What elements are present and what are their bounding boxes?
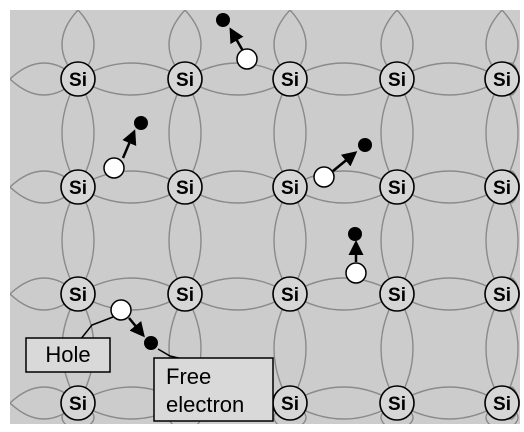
free-electron-dot [358,138,372,152]
si-atom: Si [272,61,308,97]
si-atom-label: Si [69,178,87,199]
si-atom-circle [60,61,96,97]
free-electron-label-box [153,357,274,422]
motion-arrow [332,151,358,172]
si-atom-circle [60,385,96,421]
si-atom-label: Si [176,178,194,199]
si-atom-circle [379,61,415,97]
si-atom: Si [60,169,96,205]
si-atom-label: Si [281,394,299,415]
hole-label-box [25,337,111,373]
free-electron-callout: Free electron [153,348,274,422]
si-atom-circle [484,169,520,205]
si-atom: Si [484,385,520,421]
pair-upper-left [103,116,148,179]
si-atom-label: Si [493,70,511,91]
si-atom-circle [60,276,96,312]
si-atom: Si [379,61,415,97]
si-atom-circle [272,276,308,312]
hole-callout: Hole [25,316,114,373]
si-atom-circle [484,61,520,97]
si-atom-label: Si [388,178,406,199]
si-atom-label: Si [281,70,299,91]
si-atom-label: Si [493,285,511,306]
si-atom: Si [60,61,96,97]
si-atom-circle [379,276,415,312]
hole-dot [110,299,132,321]
motion-arrow [128,317,145,338]
pair-lower-left [110,299,158,350]
si-atom: Si [60,385,96,421]
si-atom-label: Si [493,394,511,415]
si-atom: Si [379,385,415,421]
free-electron-dot [216,13,230,27]
hole-label: Hole [45,342,90,367]
atom-grid: SiSiSiSiSiSiSiSiSiSiSiSiSiSiSiSiSiSiSiSi [60,61,520,421]
si-atom-circle [167,276,203,312]
si-atom: Si [60,276,96,312]
si-atom-label: Si [69,285,87,306]
si-atom: Si [167,276,203,312]
si-atom-circle [60,169,96,205]
free-electron-dot [348,227,362,241]
si-atom-label: Si [493,178,511,199]
hole-dot [236,48,258,70]
free-electron-label-line1: Free [166,364,211,389]
si-atom-circle [484,276,520,312]
si-atom-label: Si [281,285,299,306]
hole-dot [103,157,125,179]
free-electron-dot [134,116,148,130]
si-atom-circle [379,169,415,205]
si-atom-label: Si [69,394,87,415]
hole-leader-line [79,316,114,341]
si-atom-label: Si [388,70,406,91]
si-atom-circle [272,169,308,205]
si-atom: Si [379,169,415,205]
si-atom: Si [167,61,203,97]
si-atom: Si [484,276,520,312]
motion-arrow [121,129,137,159]
hole-dot [313,166,335,188]
si-atom-circle [272,61,308,97]
si-atom-circle [167,169,203,205]
pair-top [216,13,258,70]
free-electron-dot [144,336,158,350]
hole-dot [345,262,367,284]
si-atom-label: Si [388,285,406,306]
si-atom-circle [167,61,203,97]
free-electron-label-line2: electron [166,392,244,417]
si-atom-label: Si [69,70,87,91]
pair-upper-right [313,138,372,188]
si-atom-circle [484,385,520,421]
si-atom-label: Si [388,394,406,415]
si-atom: Si [484,61,520,97]
si-atom: Si [272,276,308,312]
si-atom: Si [167,169,203,205]
pair-middle-right [345,227,367,284]
si-atom-label: Si [176,285,194,306]
si-atom-circle [379,385,415,421]
si-atom: Si [272,169,308,205]
si-atom: Si [272,385,308,421]
si-atom: Si [379,276,415,312]
si-atom: Si [484,169,520,205]
si-atom-label: Si [176,70,194,91]
si-atom-label: Si [281,178,299,199]
